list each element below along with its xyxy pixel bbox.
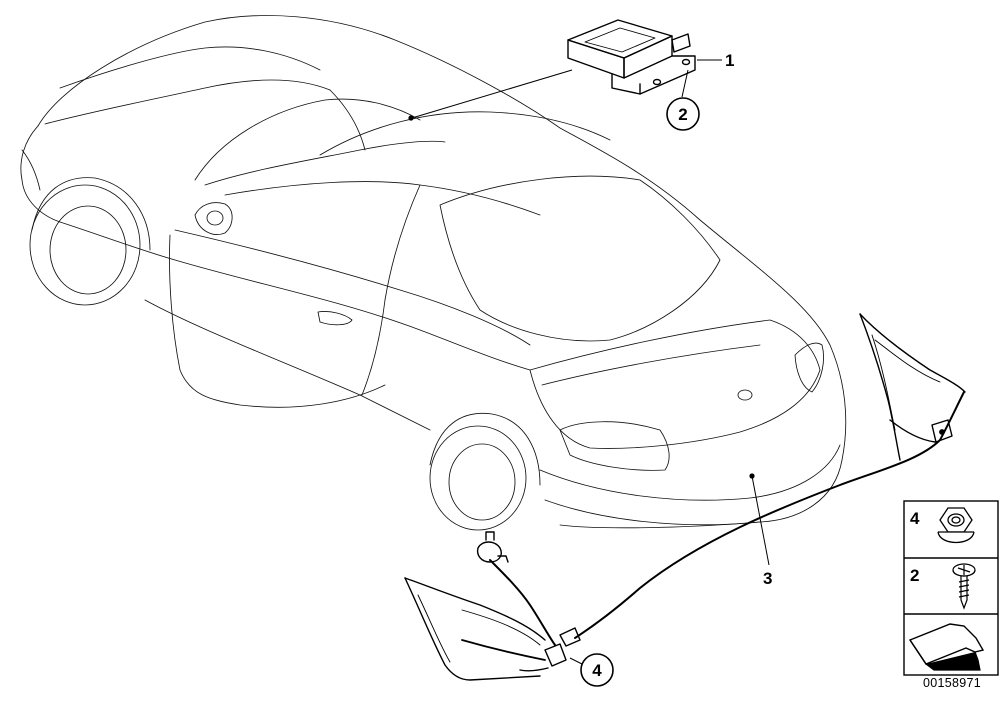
left-antenna-part xyxy=(404,577,581,681)
right-antenna-part xyxy=(859,313,966,461)
callout-label-1: 1 xyxy=(725,51,734,70)
legend-panel: 4 2 xyxy=(903,500,999,676)
callout-label-2: 2 xyxy=(678,105,687,124)
leader-line-part-3 xyxy=(751,475,770,566)
cable-part xyxy=(489,391,965,646)
callout-label-3: 3 xyxy=(763,569,772,588)
tapping-screw-icon xyxy=(952,563,976,610)
callout-circle-2: 2 xyxy=(666,97,700,131)
top-left-connector-part xyxy=(476,531,509,563)
callout-label-4: 4 xyxy=(592,661,602,680)
leader-line-part-2 xyxy=(681,69,689,98)
leader-line-part-4 xyxy=(569,657,583,665)
hex-nut-icon xyxy=(937,507,975,544)
legend-screw-number: 2 xyxy=(910,566,919,585)
control-unit-part xyxy=(567,19,696,95)
legend-nut-number: 4 xyxy=(910,509,920,528)
diagram-reference-number: 00158971 xyxy=(922,676,981,690)
leader-line-part-1 xyxy=(411,69,573,119)
car-outline xyxy=(20,15,847,531)
leader-dot-part-3 xyxy=(749,473,755,479)
callout-circle-4: 4 xyxy=(580,653,614,687)
orientation-arrow-icon xyxy=(908,623,985,671)
leader-dot-part-1 xyxy=(408,115,414,121)
